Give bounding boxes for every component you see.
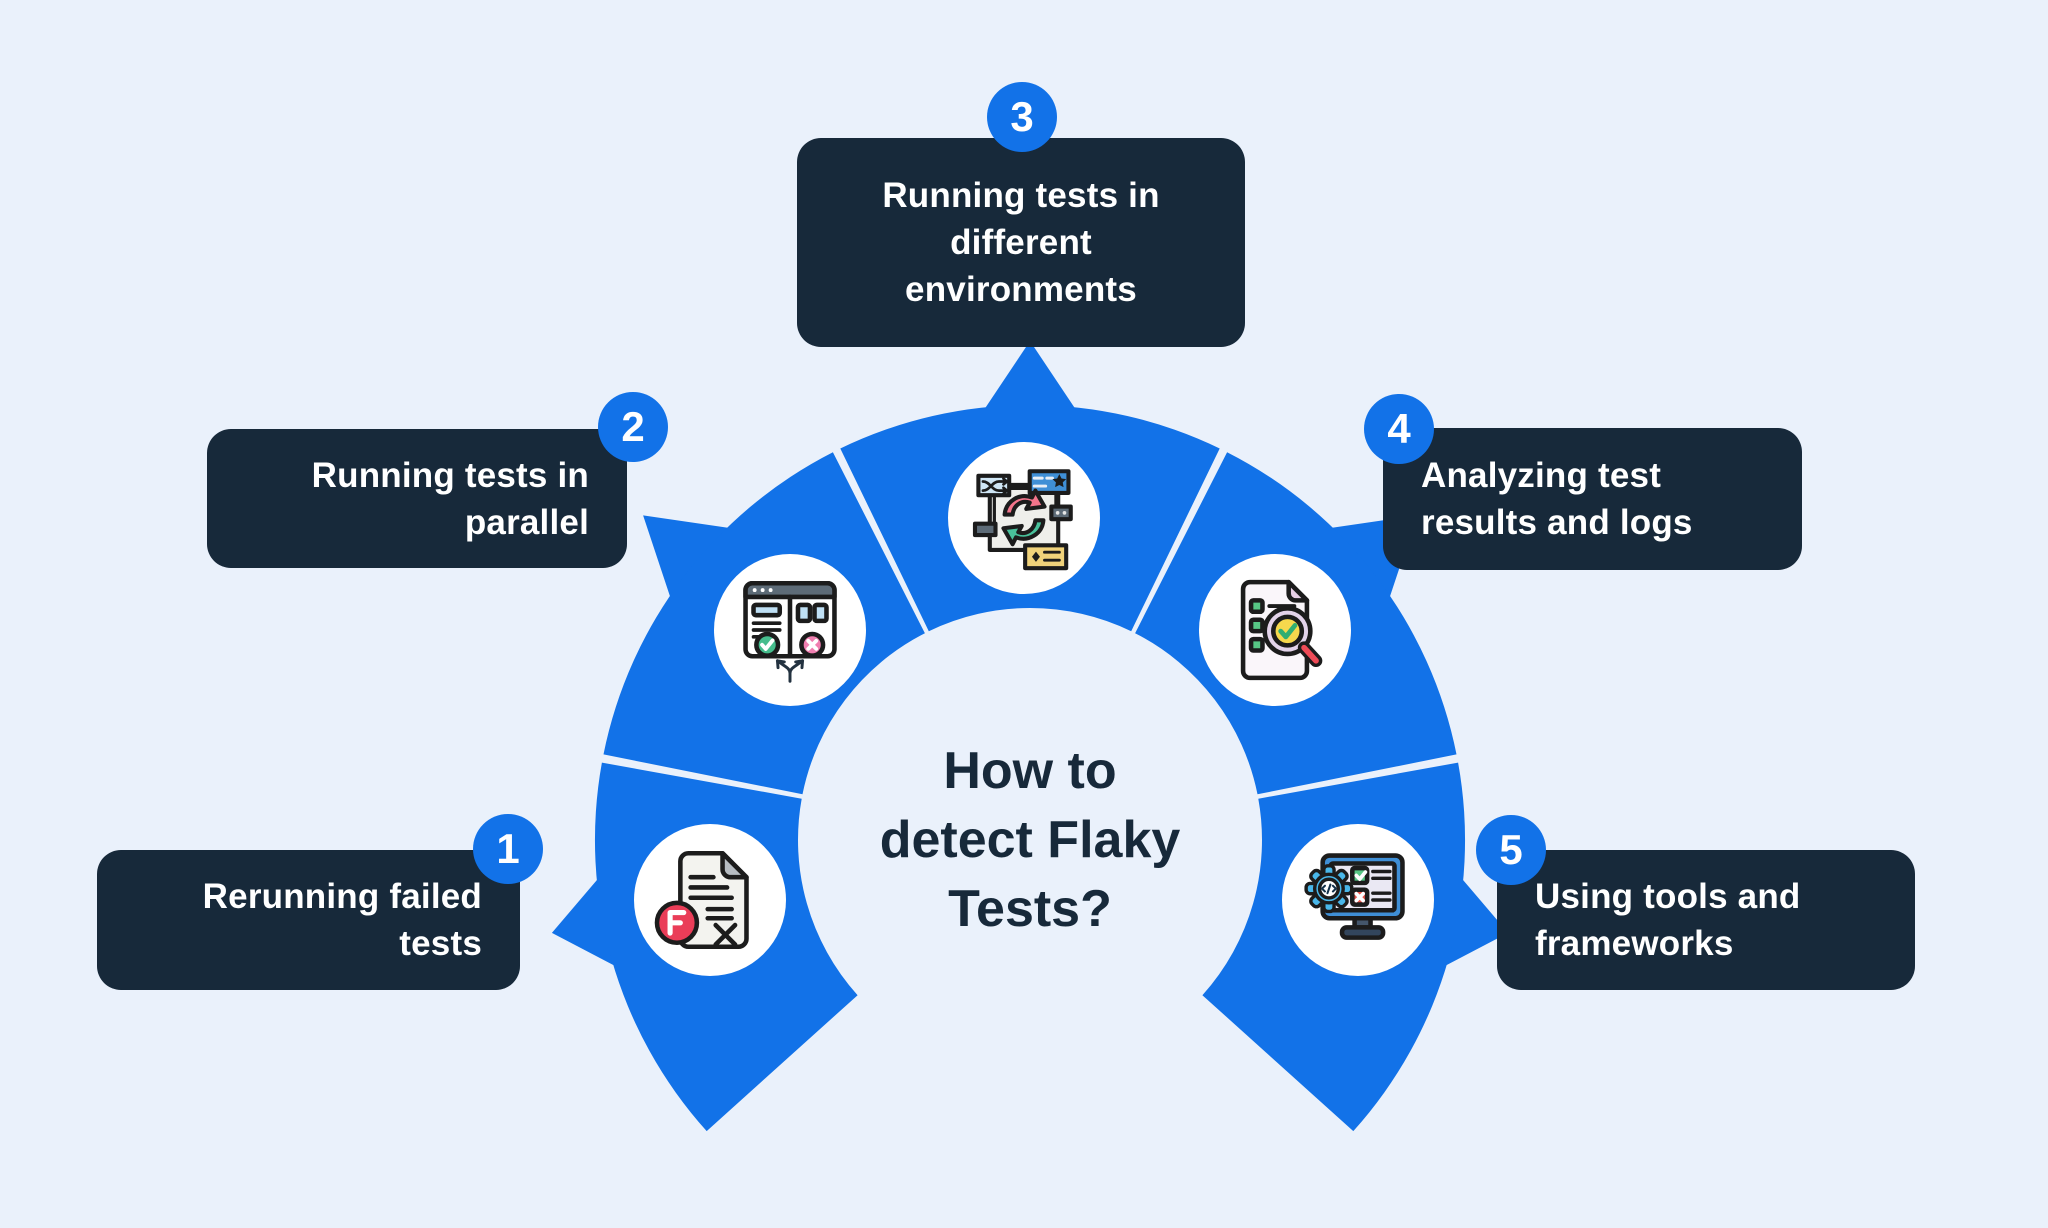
parallel-test-windows-icon-art	[743, 580, 837, 683]
step-label-4: Analyzing test results and logs	[1421, 456, 1693, 542]
center-title-line-1: How to	[943, 742, 1117, 800]
failed-test-document-icon	[634, 824, 786, 976]
step-number-badge-3: 3	[987, 82, 1057, 152]
step-card-5: Using tools and frameworks	[1497, 850, 1915, 990]
step-card-2: Running tests in parallel	[207, 429, 627, 568]
step-label-5: Using tools and frameworks	[1535, 877, 1801, 963]
step-card-3: Running tests in different environments	[797, 138, 1245, 347]
parallel-test-windows-icon	[714, 554, 866, 706]
step-number-badge-2: 2	[598, 392, 668, 462]
testing-tools-monitor-icon	[1282, 824, 1434, 976]
center-title: How to detect Flaky Tests?	[780, 737, 1280, 944]
step-label-3: Running tests in different environments	[882, 176, 1160, 309]
arc-pointer-2	[643, 515, 735, 604]
log-analysis-magnifier-icon-art	[1240, 579, 1323, 681]
environment-cycle-icon	[948, 442, 1100, 594]
center-title-line-2: detect Flaky	[879, 811, 1181, 869]
step-label-2: Running tests in parallel	[311, 455, 589, 542]
step-number-badge-5: 5	[1476, 815, 1546, 885]
testing-tools-monitor-icon-art	[1304, 853, 1405, 940]
arc-pointer-3	[981, 341, 1079, 414]
step-card-1: Rerunning failed tests	[97, 850, 520, 990]
step-card-4: Analyzing test results and logs	[1383, 428, 1802, 570]
step-number-badge-4: 4	[1364, 394, 1434, 464]
failed-test-document-icon-art	[654, 850, 749, 950]
log-analysis-magnifier-icon	[1199, 554, 1351, 706]
environment-cycle-icon-art	[972, 469, 1073, 571]
center-title-line-3: Tests?	[948, 880, 1112, 938]
step-number-badge-1: 1	[473, 814, 543, 884]
step-label-1: Rerunning failed tests	[202, 877, 482, 963]
